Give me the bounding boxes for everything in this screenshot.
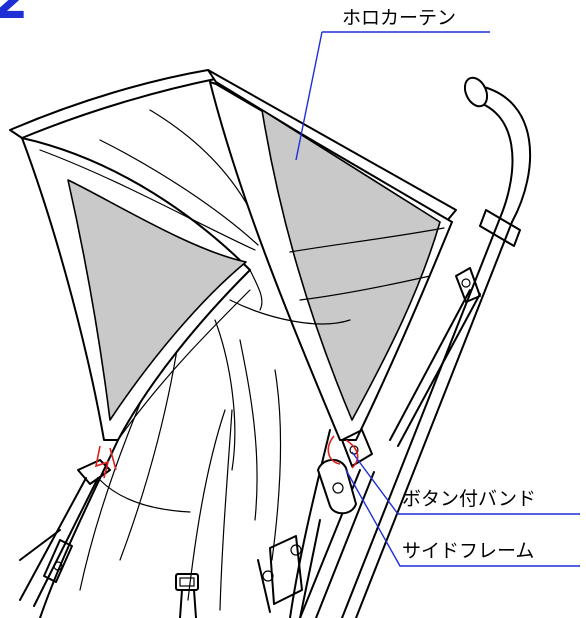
- step-number: 2: [0, 0, 28, 31]
- button-band-leader-line: [351, 451, 580, 515]
- left-side-frame: [19, 459, 111, 607]
- seat-fabric: [39, 319, 331, 618]
- canopy-leader-line: [295, 31, 490, 161]
- right-side-frame: [257, 217, 513, 618]
- leader-lines: [295, 31, 580, 567]
- canopy: [9, 69, 457, 441]
- button-band: [317, 429, 373, 515]
- button-band-label: ボタン付バンド: [402, 488, 536, 510]
- red-highlight-marks: [94, 435, 359, 479]
- side-frame-leader-line: [345, 469, 580, 567]
- canopy-label: ホロカーテン: [342, 7, 457, 29]
- side-frame-label: サイドフレーム: [402, 540, 535, 562]
- stroller-handle: [463, 76, 532, 247]
